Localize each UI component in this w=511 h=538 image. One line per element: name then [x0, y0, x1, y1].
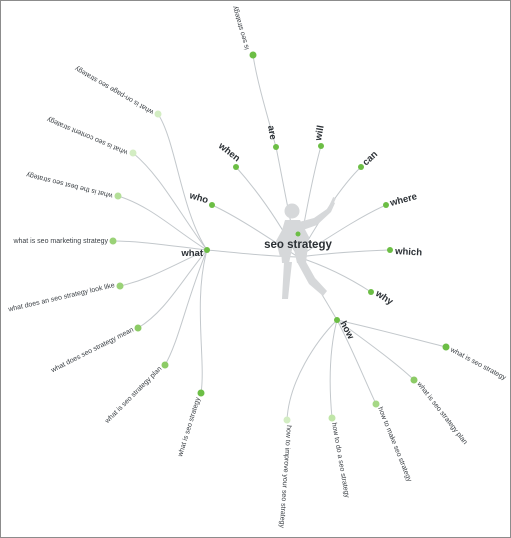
- edge-what-leaf-6: [137, 249, 208, 329]
- leaf-label: what is on-page seo strategy: [74, 64, 156, 116]
- root-node: [295, 231, 301, 237]
- branch-label-are: are: [265, 125, 278, 141]
- leaf-label: what is seo strategy: [448, 346, 507, 382]
- edge-are-leaf: [252, 54, 277, 148]
- leaf-node: [283, 416, 291, 424]
- branch-label-will: will: [313, 125, 327, 143]
- root-label: seo strategy: [264, 239, 332, 251]
- stick-figure-silhouette-icon: [276, 197, 336, 299]
- leaf-node: [249, 51, 257, 59]
- edge-what-leaf-7: [164, 249, 208, 366]
- edge-root-which: [297, 249, 391, 258]
- leaf-node: [114, 192, 122, 200]
- edge-how-leaf-4: [336, 319, 415, 381]
- edge-how-leaf-2: [329, 319, 338, 419]
- leaf-node: [442, 343, 450, 351]
- branch-node-who: [209, 202, 215, 208]
- leaf-label: is seo strategy: [232, 5, 251, 51]
- leaf-node: [410, 376, 418, 384]
- edge-how-leaf-3: [336, 319, 377, 405]
- edge-what-leaf-8: [199, 249, 208, 394]
- leaf-label: what does an seo strategy look like: [7, 282, 116, 314]
- edge-what-leaf-1: [157, 113, 208, 251]
- nodes: [109, 51, 450, 424]
- leaf-node: [109, 237, 117, 245]
- leaf-label: what is seo strategy plan: [103, 365, 163, 425]
- edge-what-leaf-2: [132, 152, 208, 251]
- leaf-label: how to do a seo strategy: [330, 422, 350, 499]
- edge-root-where: [297, 204, 387, 258]
- leaf-label: what is seo strategy plan: [415, 380, 469, 446]
- branch-node-can: [358, 164, 364, 170]
- edge-what-leaf-5: [119, 249, 208, 287]
- branch-node-when: [233, 164, 239, 170]
- leaf-node: [197, 389, 205, 397]
- leaf-node: [116, 282, 124, 290]
- branch-node-are: [273, 144, 279, 150]
- leaf-label: what is seo content strategy: [46, 115, 130, 156]
- branch-label-where: where: [388, 191, 418, 209]
- branch-node-how: [334, 317, 340, 323]
- branch-label-who: who: [187, 190, 209, 206]
- branch-label-why: why: [373, 288, 396, 308]
- branch-label-how: how: [337, 319, 356, 341]
- branch-node-why: [368, 289, 374, 295]
- branch-label-which: which: [394, 246, 423, 258]
- leaf-label: what is the best seo strategy: [25, 170, 114, 199]
- leaf-label: how to improve your seo strategy: [278, 425, 292, 529]
- labels: seo strategy what are will when can who …: [7, 5, 508, 529]
- branch-label-can: can: [361, 149, 381, 168]
- leaf-node: [129, 149, 137, 157]
- edge-how-leaf-1: [286, 319, 338, 421]
- leaf-label: what is seo marketing strategy: [12, 238, 108, 245]
- leaf-node: [134, 324, 142, 332]
- branch-node-which: [387, 247, 393, 253]
- branch-label-when: when: [215, 140, 242, 164]
- edge-how-leaf-5: [336, 319, 447, 348]
- branch-node-what: [204, 247, 210, 253]
- leaf-node: [372, 400, 380, 408]
- branch-node-will: [318, 143, 324, 149]
- leaf-label: what is seo strategy: [177, 396, 202, 459]
- leaf-label: what does seo strategy mean: [49, 327, 135, 375]
- leaf-label: how to make seo strategy: [376, 406, 413, 483]
- leaf-node: [328, 414, 336, 422]
- branch-label-what: what: [180, 248, 203, 259]
- edge-what-leaf-4: [112, 240, 208, 251]
- branch-node-where: [383, 202, 389, 208]
- edge-what-leaf-3: [117, 195, 208, 251]
- leaf-node: [161, 361, 169, 369]
- leaf-node: [154, 110, 162, 118]
